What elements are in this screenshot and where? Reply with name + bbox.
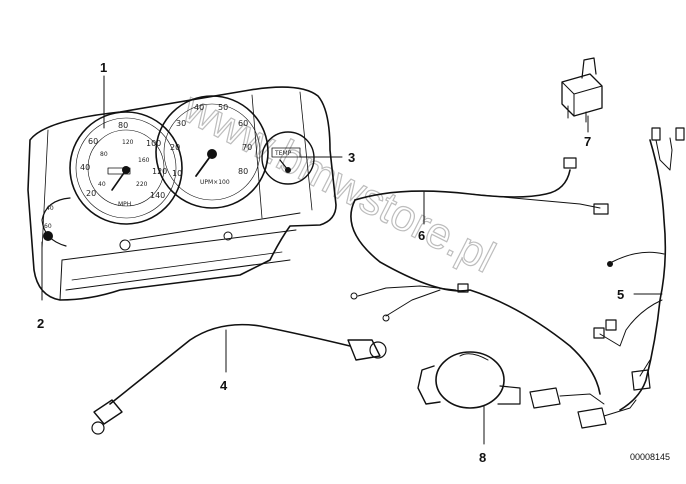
callout-1: 1 bbox=[100, 60, 107, 75]
wiring-harness-6 bbox=[350, 157, 637, 429]
callout-2: 2 bbox=[37, 316, 44, 331]
temp-gauge-label: TEMP bbox=[274, 150, 292, 157]
tacho-label: 60 bbox=[238, 119, 248, 128]
callout-4: 4 bbox=[220, 378, 228, 393]
temp-gauge: TEMP bbox=[261, 131, 315, 185]
tacho-label: 30 bbox=[176, 119, 186, 128]
callout-5: 5 bbox=[617, 287, 624, 302]
speedo-inner-label: 80 bbox=[100, 151, 108, 158]
speedo-inner-label: 220 bbox=[136, 181, 148, 188]
document-number: 00008145 bbox=[630, 452, 670, 462]
speedo-unit-mph: MPH bbox=[118, 201, 131, 208]
instrument-cluster: 20 40 60 80 100 120 140 40 80 120 160 22… bbox=[27, 86, 337, 301]
tacho-label: 70 bbox=[242, 143, 252, 152]
fuel-gauge-label: 40 bbox=[46, 205, 54, 212]
callout-6: 6 bbox=[418, 228, 425, 243]
callout-8: 8 bbox=[479, 450, 486, 465]
speedo-outer-label: 40 bbox=[80, 163, 90, 172]
speedo-inner-label: 160 bbox=[138, 157, 150, 164]
speedo-outer-label: 100 bbox=[146, 139, 161, 148]
callout-3: 3 bbox=[348, 150, 355, 165]
speedo-inner-label: 40 bbox=[98, 181, 106, 188]
tacho-label: 20 bbox=[170, 143, 180, 152]
relay-part bbox=[561, 57, 603, 123]
speedo-outer-label: 140 bbox=[150, 191, 165, 200]
speedometer: 20 40 60 80 100 120 140 40 80 120 160 22… bbox=[69, 111, 183, 225]
tacho-label: 40 bbox=[194, 103, 204, 112]
callout-7: 7 bbox=[584, 134, 591, 149]
fuel-gauge: 40 60 bbox=[41, 197, 71, 247]
speedo-inner-label: 120 bbox=[122, 139, 134, 146]
tacho-label: 50 bbox=[218, 103, 228, 112]
tachometer: 10 20 30 40 50 60 70 80 UPM×100 bbox=[155, 95, 269, 209]
callouts: 1 2 3 4 5 6 7 8 bbox=[37, 60, 663, 465]
fuel-gauge-label: 60 bbox=[44, 223, 52, 230]
tacho-unit: UPM×100 bbox=[200, 179, 230, 186]
speedo-outer-label: 20 bbox=[86, 189, 96, 198]
speedo-outer-label: 80 bbox=[118, 121, 128, 130]
wiring-harness-5 bbox=[593, 127, 685, 411]
tacho-label: 80 bbox=[238, 167, 248, 176]
speedometer-cable bbox=[91, 323, 387, 435]
tacho-label: 10 bbox=[172, 169, 182, 178]
speedo-outer-label: 60 bbox=[88, 137, 98, 146]
sender-part bbox=[417, 351, 521, 409]
